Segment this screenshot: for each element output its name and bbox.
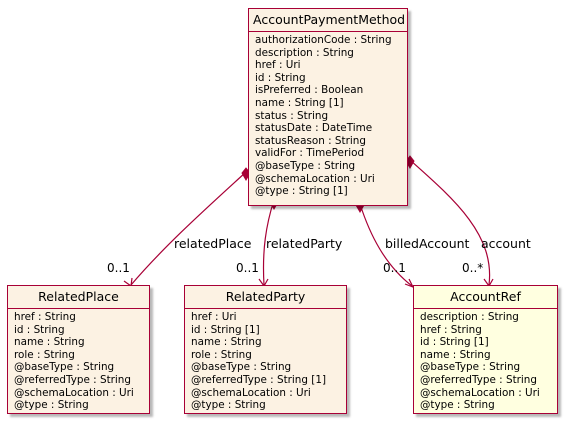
attribute: authorizationCode : String [255,34,392,46]
attribute: @baseType : String [191,361,292,374]
link-multiplicity-account: 0..* [462,261,483,275]
attribute: role : String [191,348,252,361]
attribute: @type : String [420,399,495,412]
class-attributes: href : Uri id : String [1] name : String… [185,309,346,415]
attribute: id : String [14,323,65,336]
link-related-party [262,199,275,286]
attribute: @referredType : String [14,373,131,386]
attribute: id : String [255,71,306,84]
attribute: @baseType : String [255,159,356,172]
class-related-place: RelatedPlace href : String id : String n… [7,285,150,414]
class-attributes: href : String id : String name : String … [8,309,149,415]
attribute: @type : String [14,399,89,412]
class-attributes: description : String href : String id : … [414,309,557,415]
attribute: statusDate : DateTime [255,122,373,135]
attribute: description : String [255,46,354,59]
attribute: name : String [1] [255,96,344,109]
attribute: @type : String [191,399,266,412]
class-name: AccountPaymentMethod [249,9,407,32]
class-name: RelatedPlace [8,286,149,309]
attribute: isPreferred : Boolean [255,84,364,97]
attribute: status : String [255,109,329,122]
attribute: @referredType : String [420,373,537,386]
link-role-account: account [481,236,531,251]
attribute: @schemaLocation : Uri [191,386,311,399]
attribute: href : String [420,323,482,336]
attribute: statusReason : String [255,134,366,147]
link-role-billed-account: billedAccount [385,236,470,251]
link-multiplicity-billed-account: 0..1 [383,261,406,275]
link-billed-account [359,203,413,287]
class-attributes: authorizationCode : String description :… [249,32,407,201]
attribute: @baseType : String [14,361,115,374]
attribute: href : Uri [191,311,237,323]
class-account-payment-method: AccountPaymentMethod authorizationCode :… [248,8,408,206]
attribute: name : String [191,336,262,349]
link-account [409,159,491,286]
class-related-party: RelatedParty href : Uri id : String [1] … [184,285,347,414]
attribute: @schemaLocation : Uri [420,386,540,399]
attribute: description : String [420,311,519,323]
attribute: @schemaLocation : Uri [14,386,134,399]
class-name: AccountRef [414,286,557,309]
link-role-related-party: relatedParty [266,236,343,251]
attribute: @schemaLocation : Uri [255,172,375,185]
attribute: role : String [14,348,75,361]
link-multiplicity-related-party: 0..1 [236,261,259,275]
link-related-place [130,171,247,286]
attribute: @referredType : String [1] [191,373,327,386]
link-multiplicity-related-place: 0..1 [107,261,130,275]
class-name: RelatedParty [185,286,346,309]
class-account-ref: AccountRef description : String href : S… [413,285,558,414]
attribute: name : String [420,348,491,361]
attribute: href : Uri [255,59,301,72]
attribute: href : String [14,311,76,323]
attribute: id : String [1] [420,336,489,349]
attribute: @type : String [1] [255,185,348,198]
attribute: name : String [14,336,85,349]
attribute: validFor : TimePeriod [255,147,365,160]
link-role-related-place: relatedPlace [174,236,252,251]
attribute: @baseType : String [420,361,521,374]
attribute: id : String [1] [191,323,260,336]
